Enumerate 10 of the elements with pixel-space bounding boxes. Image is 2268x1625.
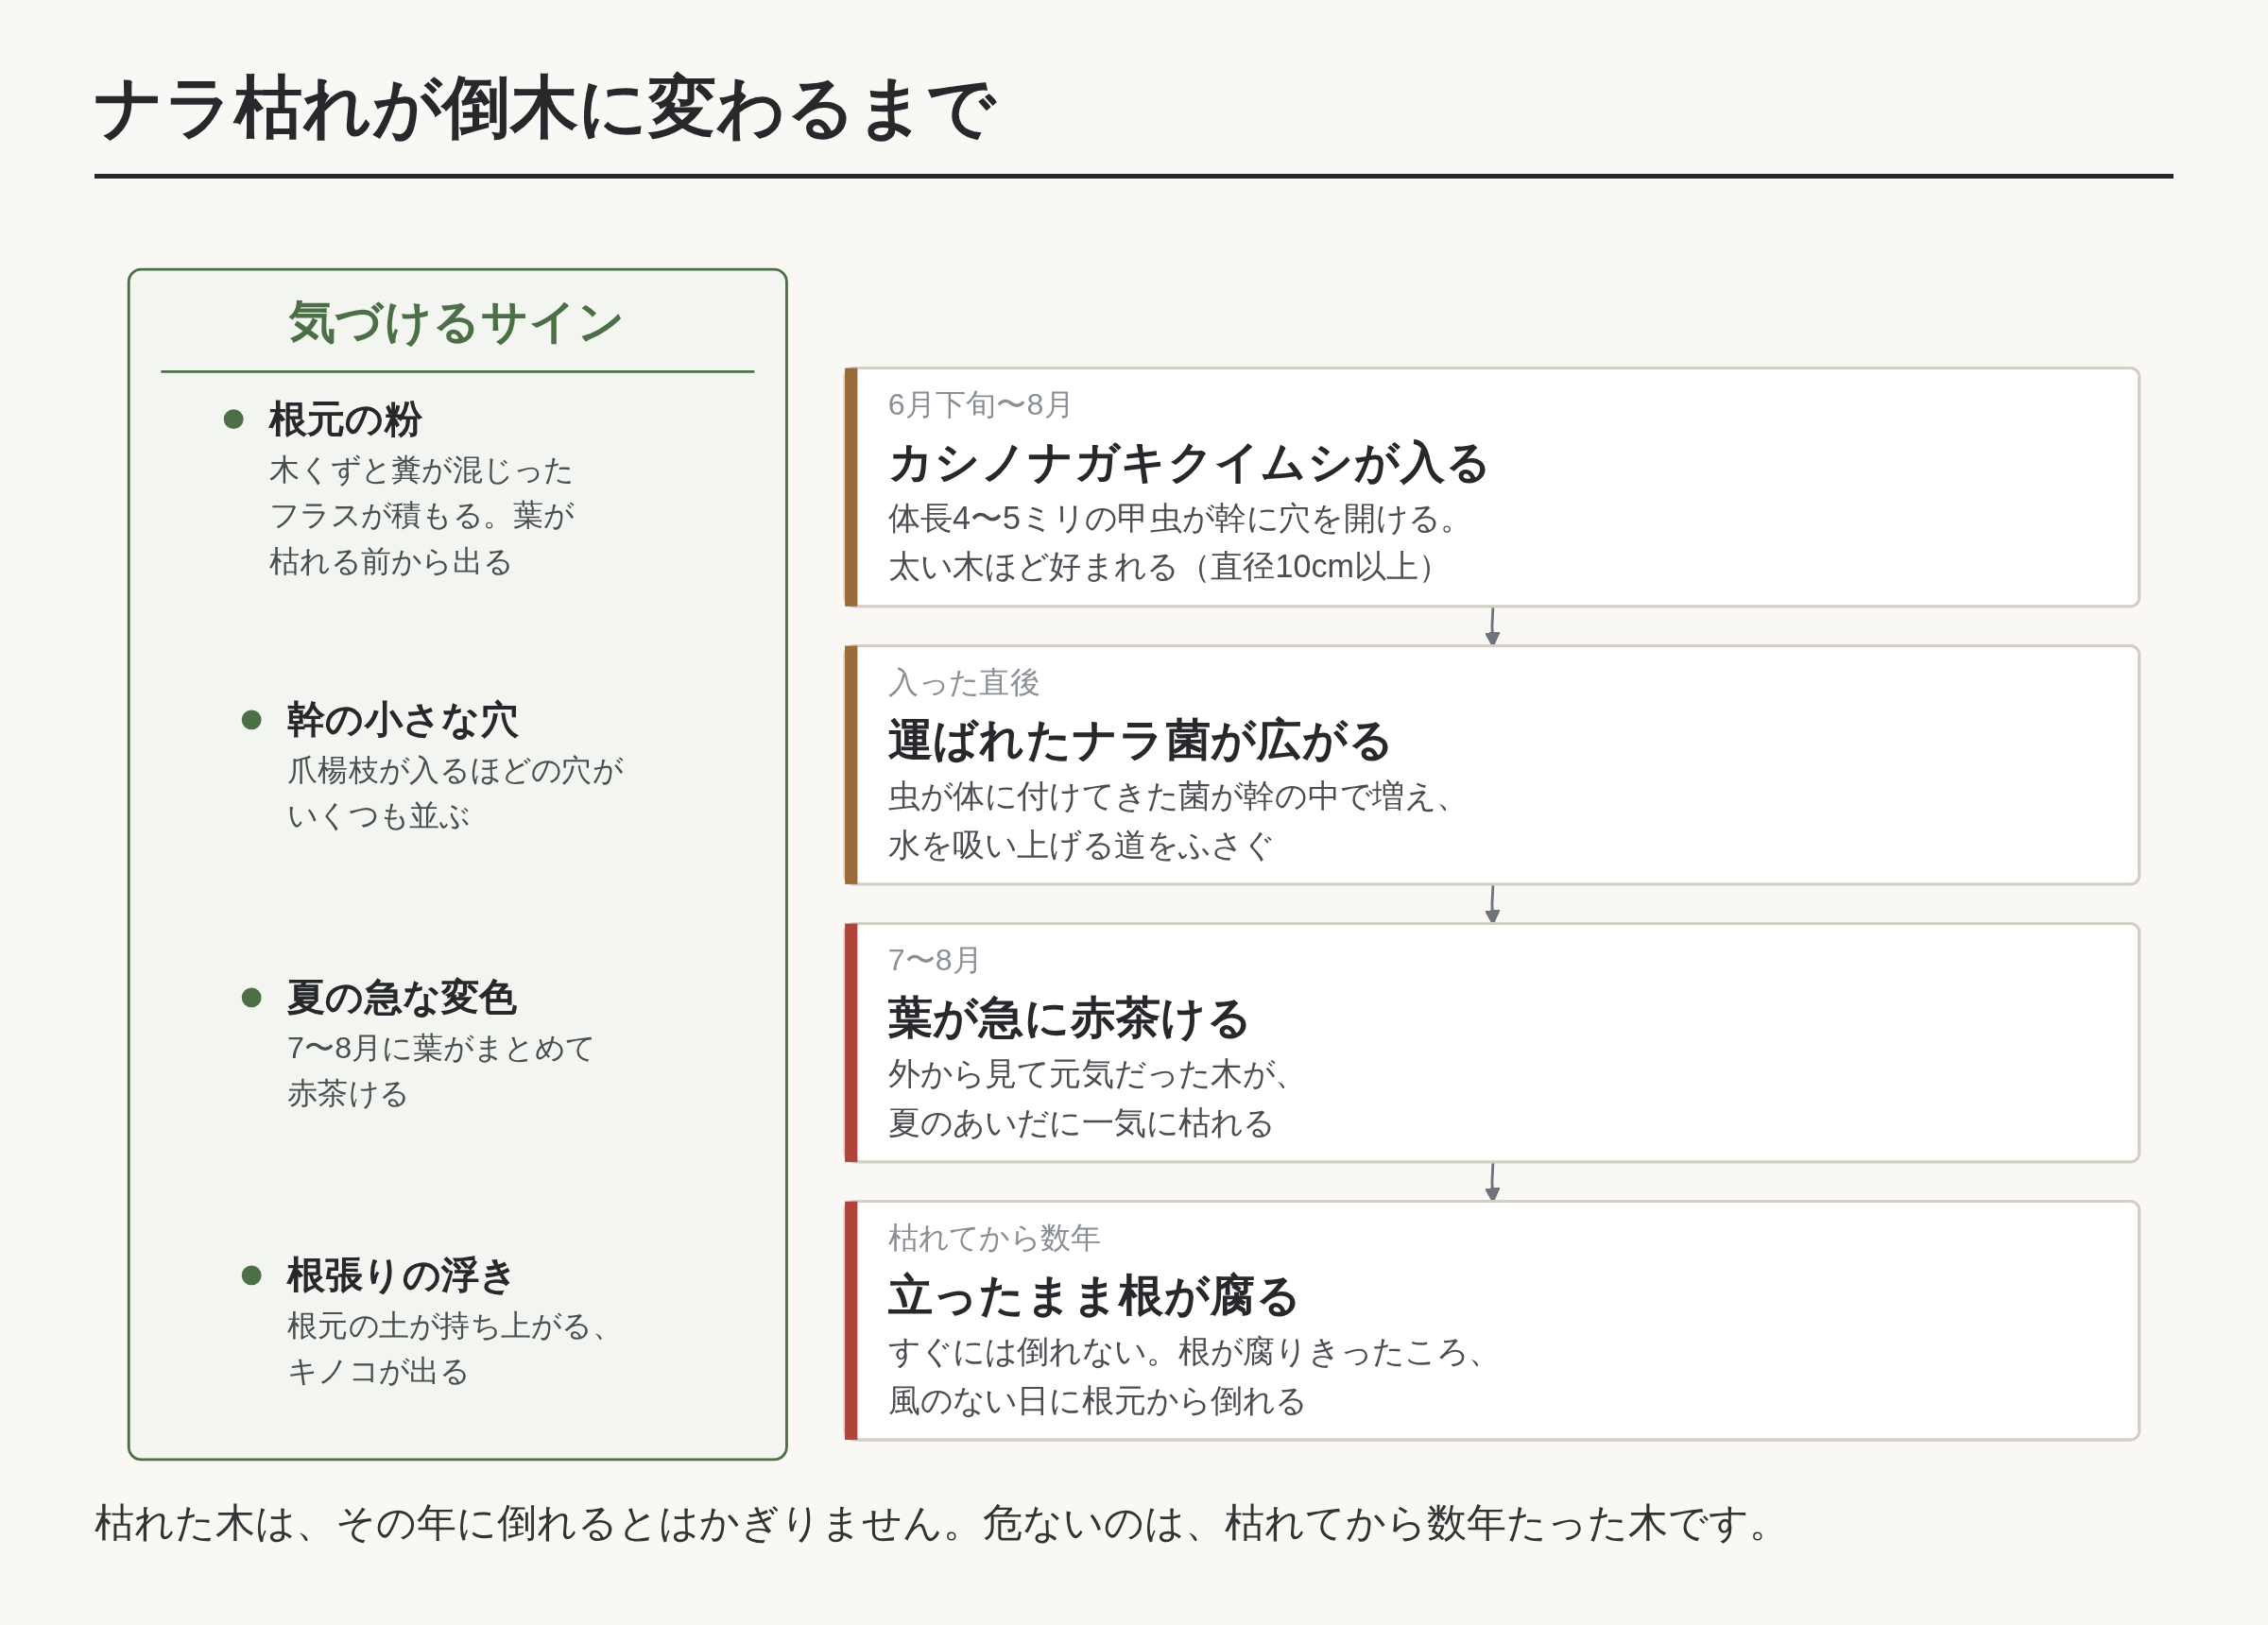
node-label: 幹の小さな穴 — [287, 698, 519, 740]
node-label: 根元の粉 — [269, 397, 422, 439]
node-label: 7〜8月に葉がまとめて赤茶ける — [287, 1030, 596, 1111]
title: ナラ枯れが倒木に変わるまで — [94, 66, 2174, 180]
node-label: 根元の土が持ち上がる、キノコが出る — [287, 1309, 623, 1389]
node-label: 爪楊枝が入るほどの穴がいくつも並ぶ — [287, 752, 623, 833]
node-label: 根張りの浮き — [287, 1254, 519, 1295]
node-label: 夏の急な変色 — [287, 976, 517, 1018]
node-label: 木くずと糞が混じったフラスが積もる。葉が枯れる前から出る — [269, 452, 575, 578]
caption: 枯れた木は、その年に倒れるとはかぎりません。危ないのは、枯れてから数年たった木です。 — [94, 1499, 1790, 1547]
